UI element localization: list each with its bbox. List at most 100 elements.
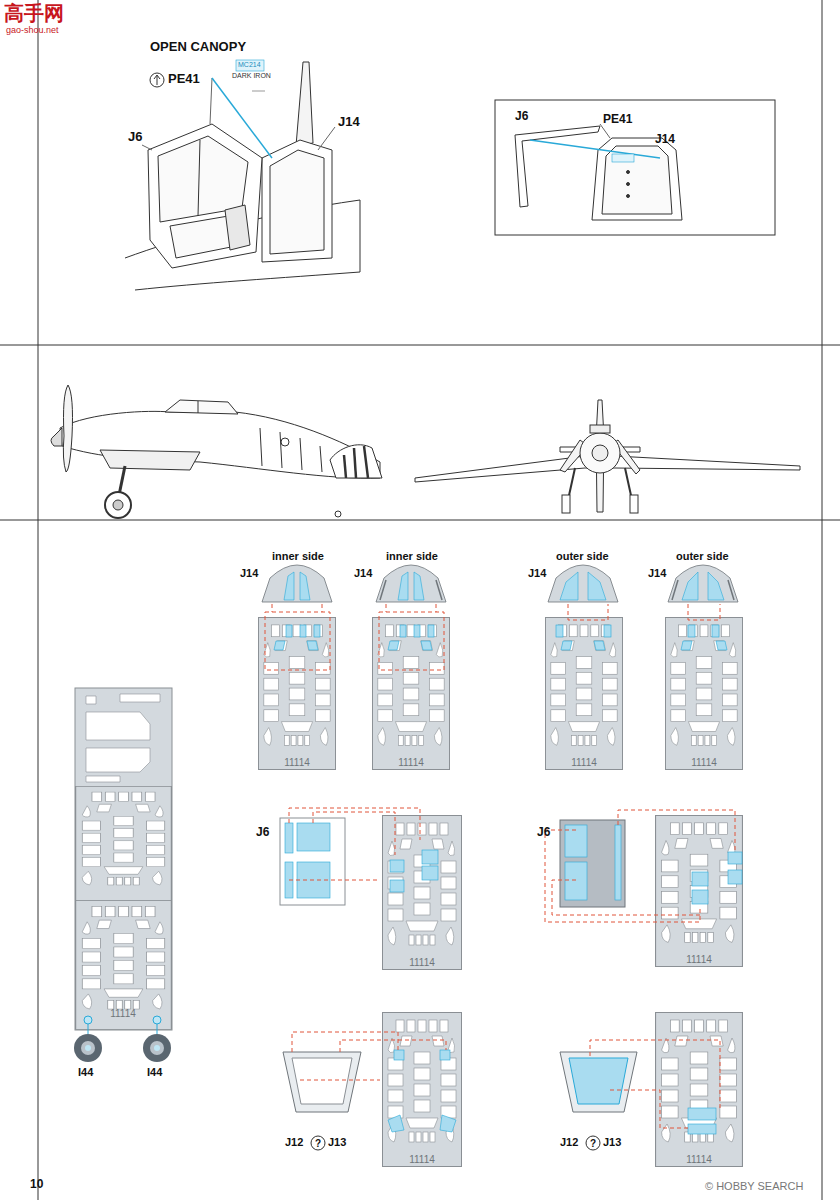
part-label: ? (590, 1138, 596, 1149)
mask-sheets-j14 (258, 617, 335, 769)
side-view (335, 511, 341, 517)
mask-sheets-j12 (383, 1013, 462, 1167)
canopy-inset (627, 171, 630, 174)
canopy-drawing (154, 75, 160, 85)
part-label: outer side (556, 550, 609, 562)
canopy-drawing (262, 140, 332, 262)
mask-sheets-j12 (440, 1115, 456, 1132)
canopy-drawing (210, 78, 212, 124)
part-label: 11114 (686, 954, 712, 965)
canopy-drawing (198, 140, 200, 216)
mask-sheets-j6 (560, 820, 625, 907)
mask-sheets-j14 (414, 572, 424, 600)
mask-sheets-j14 (548, 565, 618, 602)
part-label: J6 (515, 110, 528, 123)
mask-sheets-j12 (283, 1013, 742, 1167)
mask-sheets-j6 (552, 880, 700, 915)
side-view (100, 450, 200, 470)
front-view (562, 495, 570, 513)
mask-sheets-j12 (388, 1050, 716, 1134)
part-label: DARK IRON (232, 72, 271, 80)
mask-sheets-j6 (618, 810, 735, 850)
mask-sheets-j14 (265, 604, 720, 670)
mask-sheets-j14 (604, 625, 611, 637)
part-label: 11114 (409, 957, 435, 968)
mask-sheets-j6 (692, 872, 708, 886)
mask-sheet (74, 1034, 102, 1062)
mask-sheets-j12 (688, 1108, 716, 1120)
mask-sheets-j14 (556, 625, 563, 637)
front-view (592, 445, 608, 461)
part-label: J12 (560, 1136, 578, 1148)
mask-sheets-j14 (568, 604, 608, 620)
mask-sheets-j14 (594, 641, 605, 650)
mask-sheet (154, 1045, 160, 1051)
part-label: 10 (30, 1178, 43, 1191)
front-view (590, 425, 610, 433)
canopy-inset (530, 140, 660, 158)
part-label: ? (315, 1138, 321, 1149)
canopy-drawing (318, 127, 335, 150)
canopy-drawing (212, 78, 272, 158)
mask-sheets-j12 (300, 1080, 380, 1081)
front-view (415, 400, 800, 513)
side-view (281, 438, 289, 446)
mask-sheets-j14 (545, 617, 622, 769)
mask-sheets-j14 (708, 572, 724, 600)
mask-sheets-j6 (728, 870, 742, 884)
canopy-inset (495, 100, 775, 235)
mask-sheets-j14 (314, 625, 320, 637)
mask-sheet (76, 786, 172, 903)
canopy-inset (495, 100, 775, 235)
canopy-drawing (148, 124, 262, 268)
mask-sheets-j14 (712, 625, 719, 637)
part-label: PE41 (603, 113, 632, 126)
part-label: 11114 (409, 1154, 435, 1165)
mask-sheets-j6 (656, 815, 743, 966)
mask-sheets-j14 (372, 617, 449, 769)
mask-sheets-j12 (311, 1136, 325, 1150)
mask-sheet (120, 694, 160, 702)
page-frame (822, 0, 823, 1200)
part-label: J12 (285, 1136, 303, 1148)
mask-sheets-j12 (590, 1040, 720, 1108)
mask-sheets-j14 (414, 625, 420, 637)
page-frame (0, 520, 840, 521)
mask-sheets-j12 (688, 1124, 716, 1134)
mask-sheets-j14 (665, 617, 742, 769)
part-label: inner side (386, 550, 438, 562)
mask-sheets-j14 (265, 604, 330, 670)
mask-sheets-j12 (440, 1050, 450, 1060)
part-label: J6 (537, 826, 550, 839)
part-label: J13 (328, 1136, 346, 1148)
mask-sheets-j6 (289, 880, 380, 881)
part-label: J14 (354, 567, 372, 579)
canopy-drawing (270, 150, 324, 254)
mask-sheets-j6 (422, 866, 438, 880)
part-label: 11114 (571, 757, 597, 768)
mask-sheets-j14 (388, 641, 399, 650)
mask-sheets-j14 (682, 572, 698, 600)
part-label: 11114 (398, 757, 424, 768)
canopy-drawing (125, 60, 360, 290)
canopy-inset (612, 154, 634, 162)
mask-sheets-j12 (560, 1052, 637, 1112)
mask-sheets-j6 (285, 823, 293, 853)
mask-sheets-j6 (728, 852, 742, 864)
mask-sheet (150, 1041, 164, 1055)
canopy-drawing (252, 91, 265, 92)
front-view (580, 433, 620, 473)
part-label: MC214 (238, 61, 261, 69)
side-view (63, 385, 72, 472)
part-label: J6 (128, 130, 142, 144)
side-view (51, 428, 62, 446)
mask-sheets-j14 (588, 572, 606, 600)
side-view (344, 446, 368, 478)
mask-sheets-j14 (400, 625, 406, 637)
mask-sheets-j14 (307, 641, 318, 650)
mask-sheets-j6 (313, 812, 395, 855)
part-label: I44 (78, 1066, 93, 1078)
mask-sheet (143, 1034, 171, 1062)
